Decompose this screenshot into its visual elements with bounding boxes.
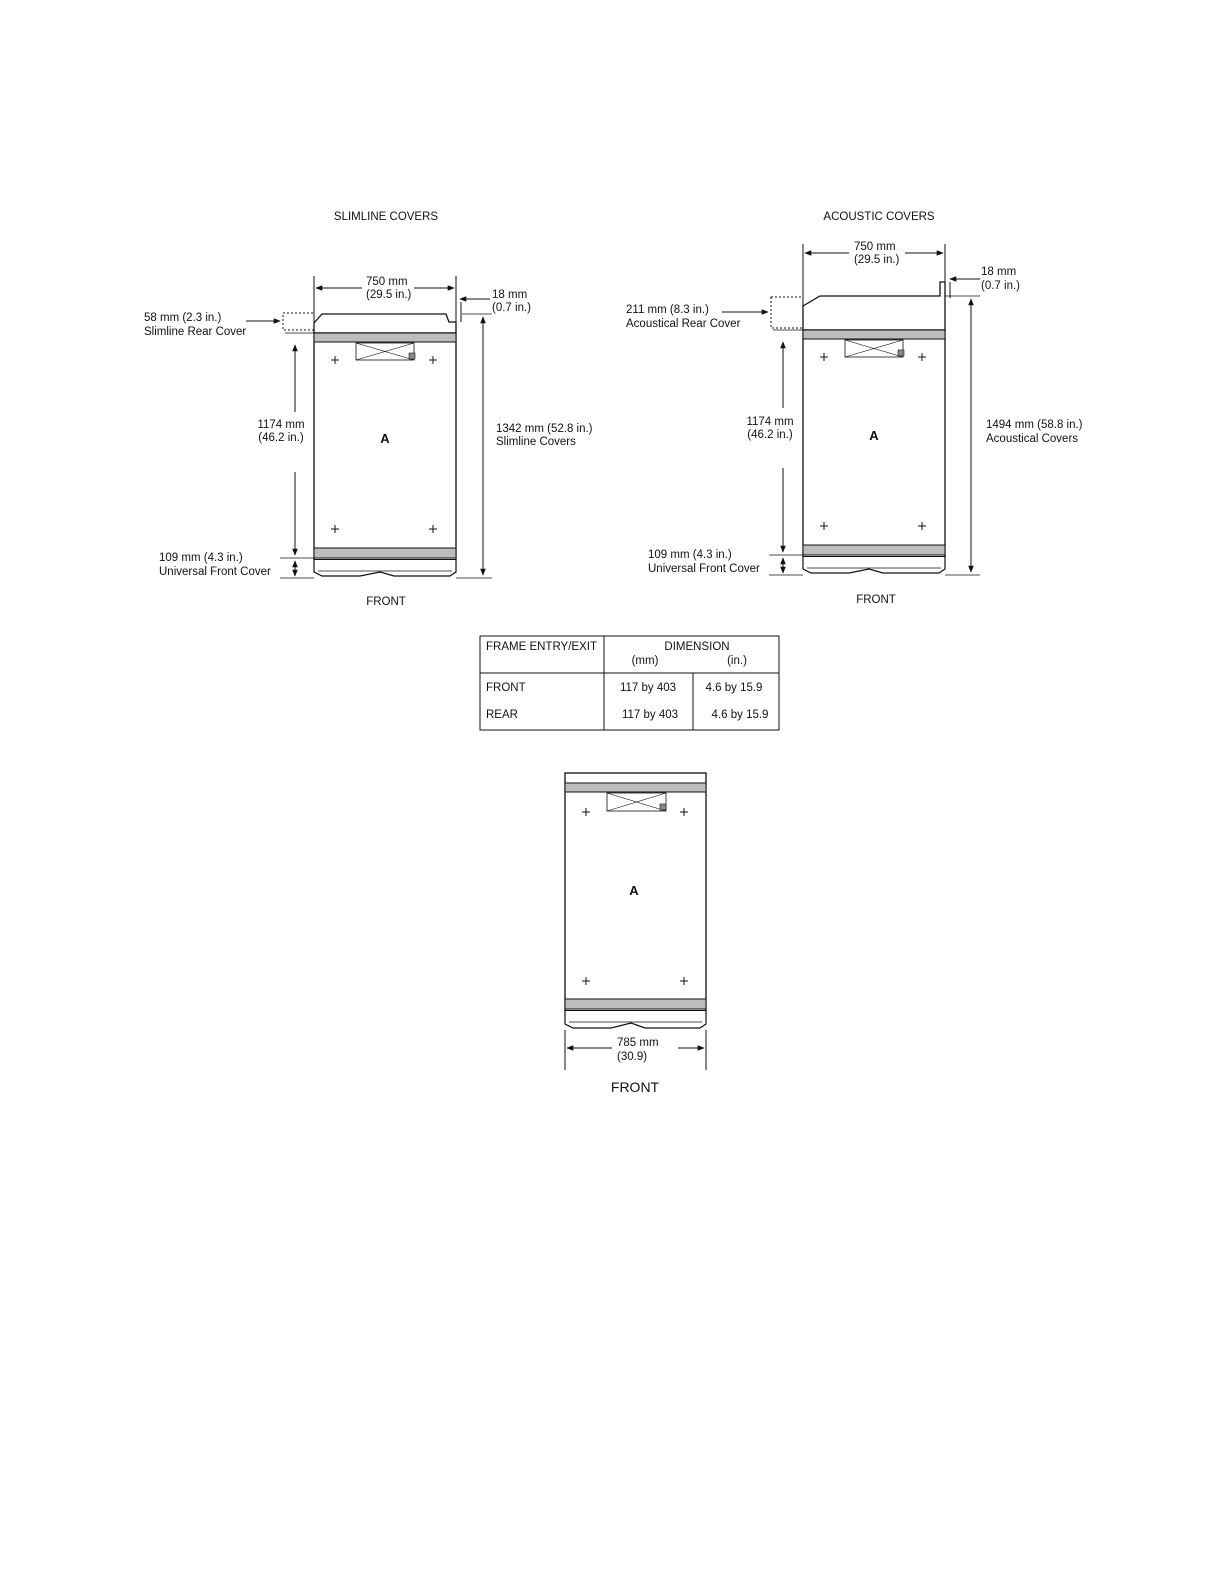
table-row-rear-label: REAR bbox=[486, 709, 518, 721]
table-in-header: (in.) bbox=[727, 655, 747, 667]
slimline-offset-in: (0.7 in.) bbox=[492, 302, 531, 314]
slimline-depth-in: (46.2 in.) bbox=[258, 432, 304, 444]
slimline-title: SLIMLINE COVERS bbox=[334, 211, 438, 223]
bottom-front-label: FRONT bbox=[611, 1079, 660, 1095]
bottom-width-in: (30.9) bbox=[617, 1051, 647, 1063]
slimline-cable-entry-diag2 bbox=[355, 342, 415, 361]
slimline-front-cover-shape bbox=[313, 560, 457, 577]
table-row-front-label: FRONT bbox=[486, 682, 526, 694]
slimline-rear-cover-box bbox=[282, 312, 315, 331]
acoustic-front-cover-dim: 109 mm (4.3 in.) bbox=[648, 549, 732, 561]
slimline-rear-cover-dim: 58 mm (2.3 in.) bbox=[144, 312, 221, 324]
slimline-frame-letter: A bbox=[380, 431, 390, 446]
slimline-cable-entry bbox=[355, 342, 415, 361]
slimline-bottom-band bbox=[313, 547, 457, 559]
bottom-cable-entry-diag2 bbox=[606, 792, 667, 812]
slimline-total-label: Slimline Covers bbox=[496, 436, 576, 448]
acoustic-rear-cover-shape bbox=[802, 281, 946, 331]
acoustic-frame-letter: A bbox=[869, 428, 879, 443]
table-row-front-mm: 117 by 403 bbox=[620, 682, 676, 694]
acoustic-rear-cover-label: Acoustical Rear Cover bbox=[626, 318, 741, 330]
slimline-view: SLIMLINE COVERS 750 mm (29.5 in.) 18 mm … bbox=[144, 211, 593, 608]
bottom-view: A 785 mm (30.9) FRONT bbox=[564, 772, 707, 1095]
acoustic-width-in: (29.5 in.) bbox=[854, 254, 900, 266]
acoustic-front-cover-label: Universal Front Cover bbox=[648, 563, 760, 575]
slimline-width-in: (29.5 in.) bbox=[366, 289, 412, 301]
bottom-plus-marks bbox=[582, 808, 688, 985]
acoustic-top-band bbox=[802, 329, 946, 340]
slimline-front-cover-dim: 109 mm (4.3 in.) bbox=[159, 552, 243, 564]
bottom-bottom-band bbox=[564, 998, 707, 1010]
table-dimension-header: DIMENSION bbox=[664, 641, 729, 653]
bottom-frame bbox=[564, 772, 707, 1012]
table-col1-header: FRAME ENTRY/EXIT bbox=[486, 641, 597, 653]
acoustic-offset-in: (0.7 in.) bbox=[981, 280, 1020, 292]
slimline-total-dim: 1342 mm (52.8 in.) bbox=[496, 423, 593, 435]
acoustic-cable-entry-diag2 bbox=[844, 339, 904, 358]
acoustic-cable-entry bbox=[844, 339, 904, 358]
acoustic-bottom-band bbox=[802, 544, 946, 556]
slimline-top-band bbox=[313, 332, 457, 343]
slimline-cable-entry-tab bbox=[408, 352, 416, 360]
acoustic-width-mm: 750 mm bbox=[854, 241, 896, 253]
acoustic-offset-mm: 18 mm bbox=[981, 266, 1016, 278]
slimline-front-label: FRONT bbox=[366, 596, 406, 608]
acoustic-view: ACOUSTIC COVERS 750 mm (29.5 in.) 18 mm … bbox=[626, 211, 1083, 606]
bottom-cable-entry-tab bbox=[659, 803, 667, 811]
bottom-top-band bbox=[564, 782, 707, 793]
table-row-rear-mm: 117 by 403 bbox=[622, 709, 678, 721]
slimline-width-mm: 750 mm bbox=[366, 276, 408, 288]
bottom-front-cover-shape bbox=[564, 1011, 707, 1029]
acoustic-total-label: Acoustical Covers bbox=[986, 433, 1078, 445]
table-border bbox=[479, 635, 780, 731]
slimline-plus-marks bbox=[331, 356, 437, 533]
slimline-offset-mm: 18 mm bbox=[492, 289, 527, 301]
table-row-front-in: 4.6 by 15.9 bbox=[706, 682, 763, 694]
acoustic-depth-in: (46.2 in.) bbox=[747, 429, 793, 441]
acoustic-plus-marks bbox=[820, 353, 926, 530]
acoustic-rear-cover-dim: 211 mm (8.3 in.) bbox=[626, 304, 709, 316]
slimline-depth-mm: 1174 mm bbox=[257, 419, 304, 431]
acoustic-title: ACOUSTIC COVERS bbox=[823, 211, 935, 223]
acoustic-rear-cover-box bbox=[770, 296, 804, 329]
acoustic-depth-mm: 1174 mm bbox=[746, 416, 793, 428]
bottom-width-mm: 785 mm bbox=[617, 1037, 659, 1049]
table-row-rear-in: 4.6 by 15.9 bbox=[712, 709, 769, 721]
entry-exit-table: FRAME ENTRY/EXIT DIMENSION (mm) (in.) FR… bbox=[479, 635, 780, 731]
slimline-rear-cover-shape bbox=[313, 313, 457, 334]
acoustic-front-cover-shape bbox=[802, 557, 946, 574]
bottom-frame-letter: A bbox=[629, 883, 639, 898]
acoustic-total-dim: 1494 mm (58.8 in.) bbox=[986, 419, 1083, 431]
acoustic-front-label: FRONT bbox=[856, 594, 896, 606]
table-mm-header: (mm) bbox=[632, 655, 659, 667]
bottom-cable-entry bbox=[606, 792, 667, 812]
slimline-front-cover-label: Universal Front Cover bbox=[159, 566, 271, 578]
slimline-rear-cover-label: Slimline Rear Cover bbox=[144, 326, 246, 338]
acoustic-cable-entry-tab bbox=[897, 349, 905, 357]
